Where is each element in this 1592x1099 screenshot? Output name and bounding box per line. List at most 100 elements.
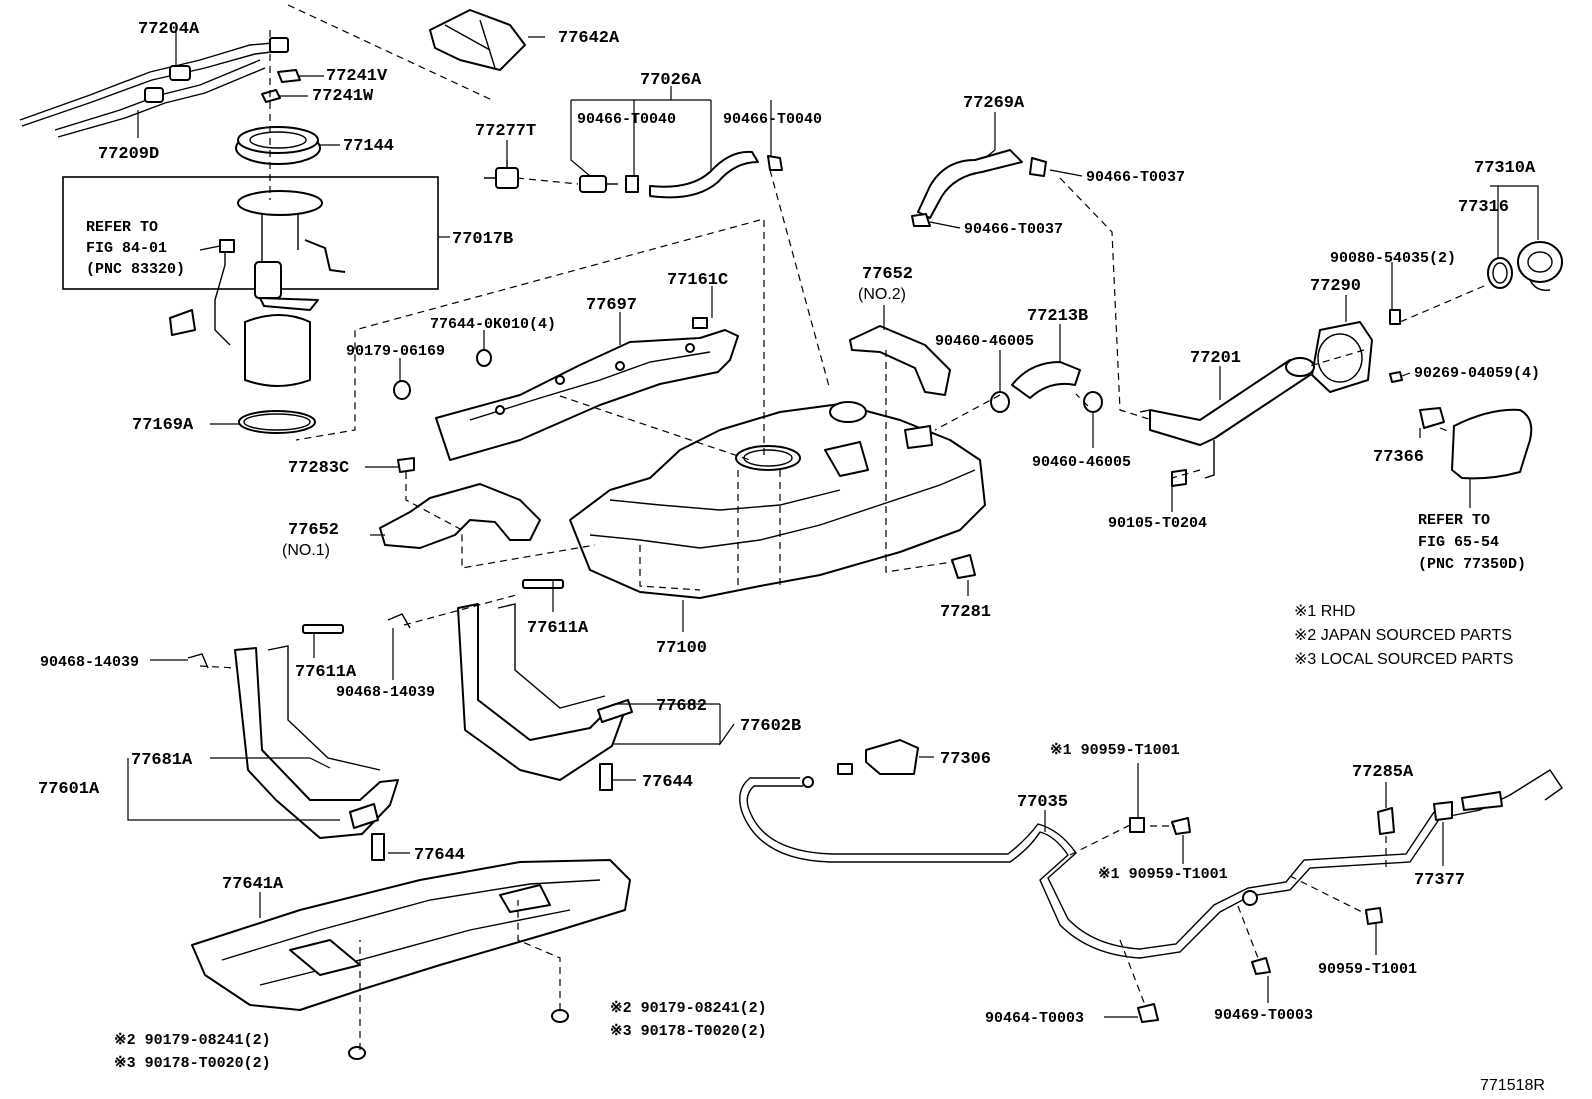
label-90469-T0003[interactable]: 90469-T0003	[1214, 1007, 1313, 1024]
clip-77241V[interactable]	[277, 69, 301, 83]
label-90178-T0020-b[interactable]: ※3 90178-T0020(2)	[610, 1023, 767, 1040]
label-90468-14039-a[interactable]: 90468-14039	[40, 654, 139, 671]
gasket-77316[interactable]	[1487, 257, 1513, 289]
label-77161C[interactable]: 77161C	[667, 271, 728, 290]
insulator-77697[interactable]	[435, 329, 739, 461]
bolt-77644-a[interactable]	[599, 763, 613, 791]
skid-plate-77641A[interactable]	[191, 859, 631, 1011]
label-77213B[interactable]: 77213B	[1027, 307, 1088, 326]
filler-pipe-77201[interactable]	[1139, 357, 1315, 479]
label-77017B[interactable]: 77017B	[452, 230, 513, 249]
label-77644-b[interactable]: 77644	[414, 846, 465, 865]
label-90466-T0040-b[interactable]: 90466-T0040	[723, 111, 822, 128]
label-77602B[interactable]: 77602B	[740, 717, 801, 736]
clip-77283C[interactable]	[397, 457, 415, 473]
label-77611A-a[interactable]: 77611A	[527, 619, 589, 638]
gasket-77169A[interactable]	[238, 410, 316, 434]
label-77652-no2[interactable]: 77652	[862, 265, 913, 284]
label-77377[interactable]: 77377	[1414, 871, 1465, 890]
clip-77241W[interactable]	[261, 89, 281, 103]
bolt-90080-54035[interactable]	[1389, 309, 1401, 325]
label-77642A[interactable]: 77642A	[558, 29, 620, 48]
label-90080-54035[interactable]: 90080-54035(2)	[1330, 250, 1456, 267]
fuel-tank-77100[interactable]	[569, 401, 986, 599]
label-77035[interactable]: 77035	[1017, 793, 1068, 812]
label-90959-T1001-b[interactable]: ※1 90959-T1001	[1098, 866, 1228, 883]
clip-90179-06169[interactable]	[393, 380, 411, 400]
label-77601A[interactable]: 77601A	[38, 780, 100, 799]
label-77204A[interactable]: 77204A	[138, 20, 200, 39]
label-90466-T0037-b[interactable]: 90466-T0037	[964, 221, 1063, 238]
label-90179-06169[interactable]: 90179-06169	[346, 343, 445, 360]
clamp-77281[interactable]	[951, 554, 976, 579]
nut-90179-08241-b[interactable]	[551, 1009, 569, 1023]
clamp-90464-T0003[interactable]	[1137, 1003, 1159, 1023]
clamp-90460-46005-b[interactable]	[1083, 391, 1103, 413]
label-77100[interactable]: 77100	[656, 639, 707, 658]
label-77652-no1[interactable]: 77652	[288, 521, 339, 540]
cushion-77161C[interactable]	[692, 317, 708, 329]
retainer-ring-77144[interactable]	[235, 126, 321, 165]
label-90179-08241-b[interactable]: ※2 90179-08241(2)	[610, 1000, 767, 1017]
label-90460-46005-b[interactable]: 90460-46005	[1032, 454, 1131, 471]
label-77281[interactable]: 77281	[940, 603, 991, 622]
pin-90468-14039-b[interactable]	[387, 613, 411, 629]
cushion-77681A[interactable]	[349, 803, 379, 829]
label-77641A[interactable]: 77641A	[222, 875, 284, 894]
label-77201[interactable]: 77201	[1190, 349, 1241, 368]
filler-cap-77310A[interactable]	[1517, 241, 1563, 291]
vent-tube-77035[interactable]	[739, 769, 1563, 959]
label-77285A[interactable]: 77285A	[1352, 763, 1414, 782]
label-90466-T0040-a[interactable]: 90466-T0040	[577, 111, 676, 128]
clamp-90959-T1001-a[interactable]	[1129, 817, 1145, 833]
label-77283C[interactable]: 77283C	[288, 459, 349, 478]
label-77316[interactable]: 77316	[1458, 198, 1509, 217]
fuel-pump-sender-77017B[interactable]	[169, 190, 346, 387]
label-77644-0K010[interactable]: 77644-0K010(4)	[430, 316, 556, 333]
lock-77366[interactable]	[1419, 407, 1445, 429]
label-90179-08241-a[interactable]: ※2 90179-08241(2)	[114, 1032, 271, 1049]
valve-77306[interactable]	[837, 739, 919, 775]
nut-90179-08241-a[interactable]	[348, 1046, 366, 1060]
bolt-77644-b[interactable]	[371, 833, 385, 861]
clamp-90959-T1001-b[interactable]	[1171, 817, 1191, 835]
label-77306[interactable]: 77306	[940, 750, 991, 769]
label-77290[interactable]: 77290	[1310, 277, 1361, 296]
label-77241V[interactable]: 77241V	[326, 67, 388, 86]
label-90466-T0037-a[interactable]: 90466-T0037	[1086, 169, 1185, 186]
label-77169A[interactable]: 77169A	[132, 416, 194, 435]
label-77644-a[interactable]: 77644	[642, 773, 693, 792]
fuel-lines-77204A[interactable]	[19, 37, 289, 138]
pin-90468-14039-a[interactable]	[187, 653, 209, 669]
band-77652-no1[interactable]	[379, 483, 541, 549]
clamp-90959-T1001-c[interactable]	[1365, 907, 1383, 925]
refer-1-line-2[interactable]: FIG 84-01	[86, 240, 167, 257]
band-77652-no2[interactable]	[849, 325, 951, 396]
label-90269-04059[interactable]: 90269-04059(4)	[1414, 365, 1540, 382]
label-77611A-b[interactable]: 77611A	[295, 663, 357, 682]
connector-77377[interactable]	[1433, 791, 1503, 821]
hose-77213B[interactable]	[1011, 361, 1081, 399]
filler-pipe-base-77290[interactable]	[1311, 321, 1373, 393]
label-90959-T1001-a[interactable]: ※1 90959-T1001	[1050, 742, 1180, 759]
label-77144[interactable]: 77144	[343, 137, 394, 156]
clamp-77285A[interactable]	[1377, 807, 1395, 835]
label-77681A[interactable]: 77681A	[131, 751, 193, 770]
bolt-77611A-b[interactable]	[302, 624, 344, 634]
label-90105-T0204[interactable]: 90105-T0204	[1108, 515, 1207, 532]
label-90460-46005-a[interactable]: 90460-46005	[935, 333, 1034, 350]
strap-77601A[interactable]	[234, 645, 399, 839]
label-77366[interactable]: 77366	[1373, 448, 1424, 467]
bolt-90105-T0204[interactable]	[1171, 469, 1187, 487]
vent-hose-77026A[interactable]	[579, 150, 783, 199]
nut-77644-0K010[interactable]	[476, 349, 492, 367]
label-77277T[interactable]: 77277T	[475, 122, 536, 141]
label-77026A[interactable]: 77026A	[640, 71, 702, 90]
protector-77642A[interactable]	[429, 9, 526, 71]
label-90464-T0003[interactable]: 90464-T0003	[985, 1010, 1084, 1027]
refer-2-line-2[interactable]: FIG 65-54	[1418, 534, 1499, 551]
label-77697[interactable]: 77697	[586, 296, 637, 315]
bolt-77611A-a[interactable]	[522, 579, 564, 589]
hose-77269A[interactable]	[911, 149, 1047, 227]
label-90959-T1001-c[interactable]: 90959-T1001	[1318, 961, 1417, 978]
